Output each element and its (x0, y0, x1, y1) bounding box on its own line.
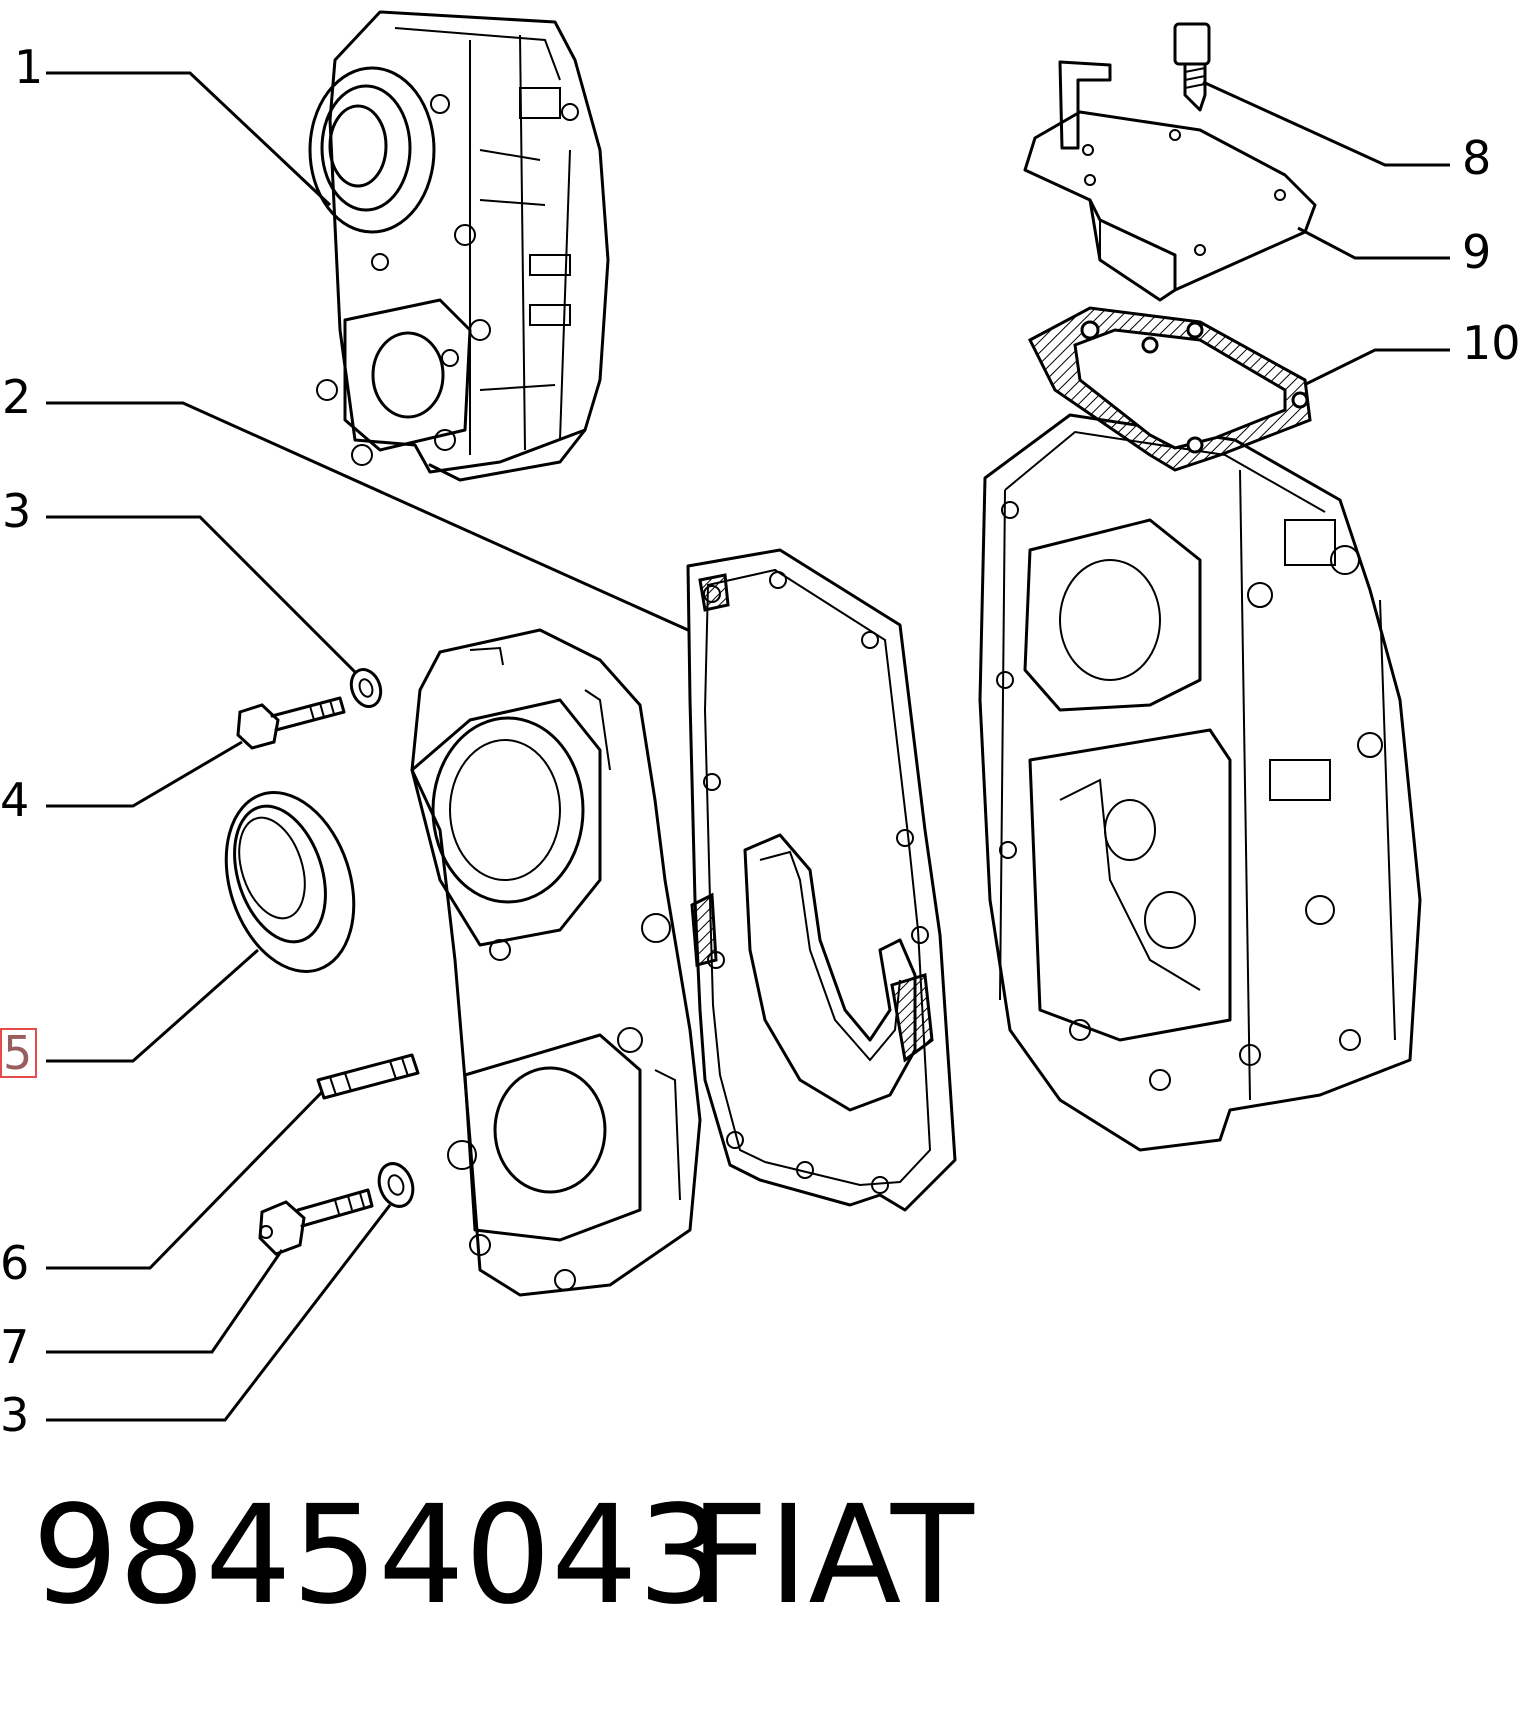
callout-5-highlighted[interactable]: 5 (0, 1028, 38, 1078)
callout-6: 6 (0, 1236, 30, 1290)
leader-2 (46, 401, 689, 632)
callout-2: 2 (2, 370, 32, 424)
leader-7 (46, 1249, 284, 1354)
callout-9: 9 (1462, 225, 1492, 279)
leader-5 (46, 948, 259, 1063)
callout-1: 1 (14, 40, 44, 94)
part-10-gasket (1028, 306, 1312, 472)
leader-8 (1202, 80, 1450, 167)
part-9-cover-plate (1023, 60, 1317, 302)
leader-3b (46, 1204, 392, 1422)
leader-lines (46, 71, 1450, 1422)
part-5-oil-seal (224, 791, 356, 973)
part-3-washer-upper (349, 668, 383, 708)
part-6-stud (316, 1053, 420, 1100)
part-3-washer-lower (377, 1162, 415, 1208)
part-8-bolt (1173, 22, 1211, 112)
part-2-gasket (686, 548, 957, 1212)
callout-8: 8 (1462, 131, 1492, 185)
leader-6 (46, 1090, 324, 1270)
rear-cover (410, 628, 702, 1297)
part-number: 98454043 (32, 1477, 725, 1635)
callout-7: 7 (0, 1320, 30, 1374)
leader-9 (1297, 226, 1450, 260)
leader-10 (1305, 348, 1450, 386)
callout-3-lower: 3 (0, 1388, 30, 1442)
main-housing (978, 413, 1422, 1152)
part-4-bolt (236, 696, 346, 750)
brand-name: FIAT (690, 1477, 974, 1635)
leader-3a (46, 515, 357, 674)
callout-4: 4 (0, 773, 30, 827)
leader-4 (46, 740, 243, 808)
callout-3-upper: 3 (2, 484, 32, 538)
part-7-bolt (258, 1188, 374, 1256)
callout-10: 10 (1462, 316, 1521, 370)
part-1-upper-housing (308, 10, 610, 482)
leader-1 (46, 71, 332, 207)
